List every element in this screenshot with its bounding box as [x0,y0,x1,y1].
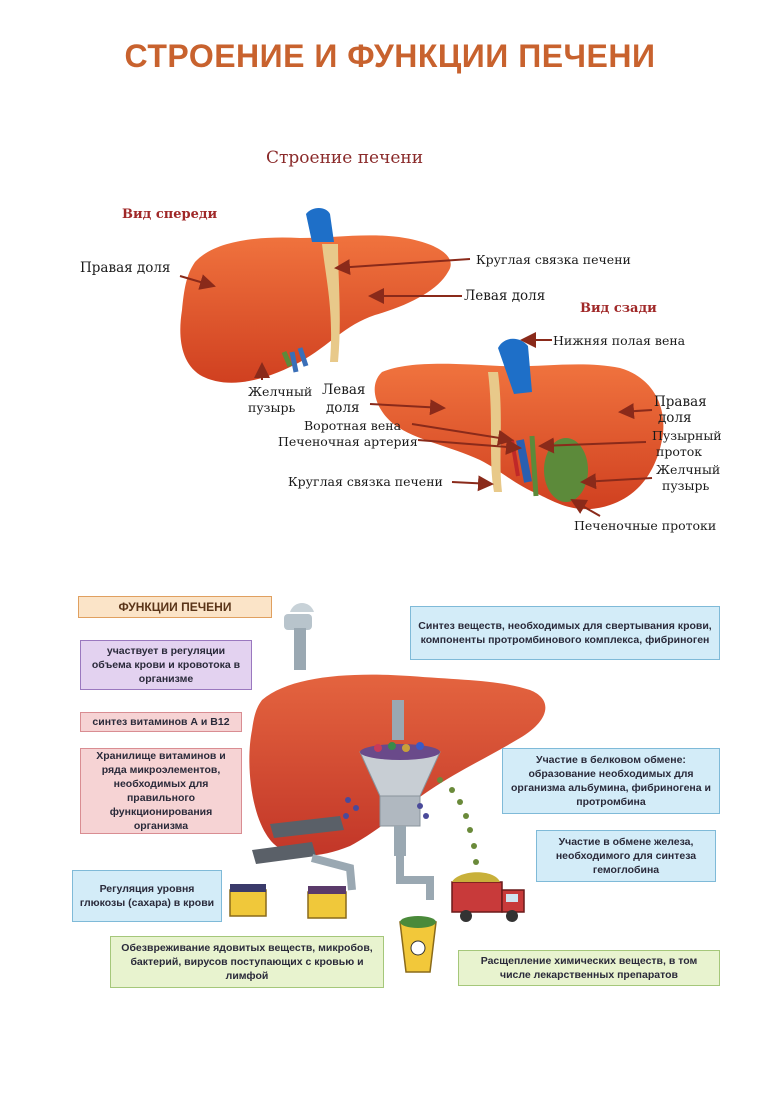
label-hepatic-ducts: Печеночные протоки [574,518,717,533]
bin-middle [307,891,347,919]
function-chemical: Расщепление химических веществ, в том чи… [458,950,720,986]
function-coagulation: Синтез веществ, необходимых для свертыва… [410,606,720,660]
label-gallbladder-back-1: Желчный [656,462,721,477]
bin-left [229,889,267,917]
label-cystic-duct-2: проток [656,444,703,459]
structure-heading: Строение печени [266,148,424,168]
back-view-label: Вид сзади [580,301,657,316]
label-left-lobe-back-1: Левая [322,382,366,398]
liver-front-shape [180,235,451,383]
function-detox: Обезвреживание ядовитых веществ, микробо… [110,936,384,988]
label-right-lobe-back-1: Правая [654,394,707,410]
function-protein: Участие в белковом обмене: образование н… [502,748,720,814]
vein-front [306,208,334,242]
label-gallbladder-back-2: пузырь [662,478,710,493]
function-glucose: Регуляция уровня глюкозы (сахара) в кров… [72,870,222,922]
label-ivc: Нижняя полая вена [553,333,686,348]
label-cystic-duct-1: Пузырный [652,428,722,443]
function-iron: Участие в обмене железа, необходимого дл… [536,830,716,882]
label-round-ligament-back: Круглая связка печени [288,474,443,489]
label-left-lobe-back-2: доля [326,400,360,416]
page-title: СТРОЕНИЕ И ФУНКЦИИ ПЕЧЕНИ [124,38,656,74]
ivc-back [498,338,532,394]
function-blood-volume: участвует в регуляции объема крови и кро… [80,640,252,690]
label-right-lobe-back-2: доля [658,410,692,426]
liver-back-shape [374,363,664,510]
label-hepatic-artery: Печеночная артерия [278,434,418,449]
label-gallbladder-front-2: пузырь [248,400,296,415]
label-left-lobe-front: Левая доля [464,288,546,304]
truck [451,881,503,913]
front-view-label: Вид спереди [122,207,218,222]
function-storage: Хранилище витаминов и ряда микроэлементо… [80,748,242,834]
gallbladder-back-shape [544,438,588,502]
label-right-lobe-front: Правая доля [80,260,171,276]
liver-back-view [374,338,664,510]
round-ligament-back [488,372,502,492]
label-round-ligament-front: Круглая связка печени [476,252,631,267]
liver-functions-illustration [229,603,546,973]
function-vitamins-synthesis: синтез витаминов А и В12 [80,712,242,732]
label-portal-vein: Воротная вена [304,418,402,433]
label-gallbladder-front-1: Желчный [248,384,313,399]
functions-heading: ФУНКЦИИ ПЕЧЕНИ [78,596,272,618]
